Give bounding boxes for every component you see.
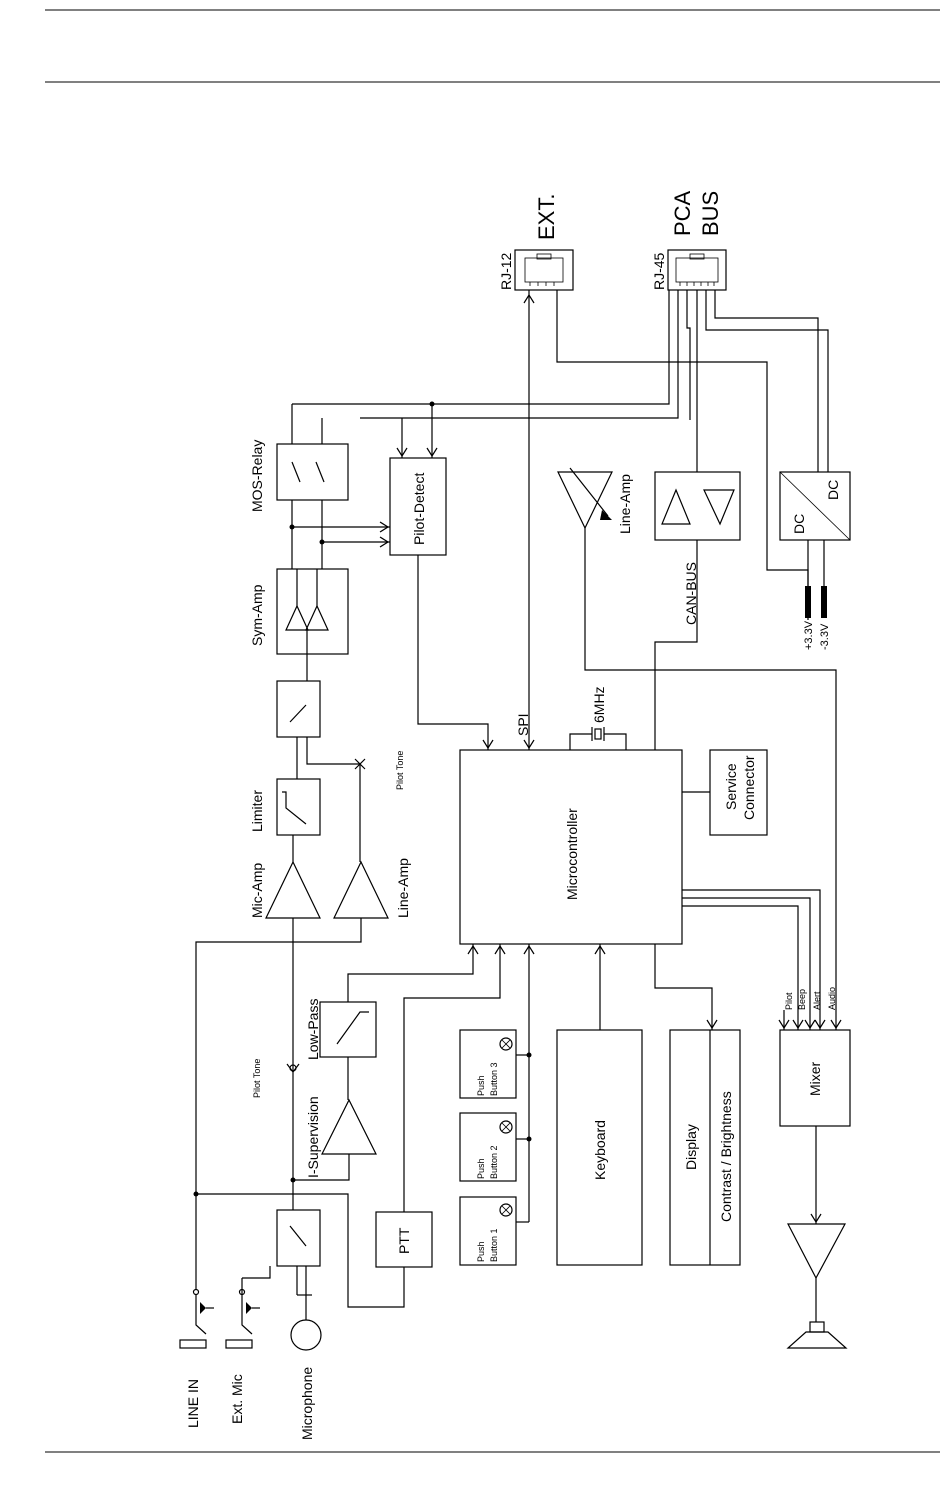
label-pilot-tone-bottom: Pilot Tone <box>252 1059 262 1098</box>
microcontroller-block <box>459 749 683 945</box>
line-amp-top-icon <box>557 471 613 530</box>
label-mic-amp: Mic-Amp <box>249 863 265 918</box>
mic-amp-icon <box>265 860 321 919</box>
label-alert: Alert <box>812 991 822 1010</box>
lamp-icon-2 <box>499 1120 513 1134</box>
label-line-amp-mid: Line-Amp <box>395 858 411 918</box>
sym-amp-triangle-icon-1 <box>285 604 309 631</box>
label-push-3: Push <box>476 1075 486 1096</box>
label-pilot-detect: Pilot-Detect <box>411 473 427 545</box>
label-rj45: RJ-45 <box>651 252 667 290</box>
i-supervision-amp-icon <box>321 1098 377 1155</box>
label-display: Display <box>683 1124 699 1170</box>
label-mixer: Mixer <box>807 1061 823 1096</box>
label-ptt: PTT <box>396 1227 412 1254</box>
label-line-in: LINE IN <box>185 1379 201 1428</box>
label-button-1: Button 1 <box>489 1228 499 1262</box>
label-ext-mic: Ext. Mic <box>229 1374 245 1424</box>
output-amp-icon <box>787 1223 847 1280</box>
relay-switch-block <box>276 680 321 738</box>
label-low-pass: Low-Pass <box>305 999 321 1060</box>
label-pca: PCA <box>670 190 695 236</box>
label-ext: EXT. <box>534 194 559 240</box>
can-bus-down-triangle-icon <box>703 489 735 526</box>
label-audio: Audio <box>827 987 837 1010</box>
push-button-1-block <box>459 1196 517 1266</box>
label-push-2: Push <box>476 1158 486 1179</box>
mixer-block <box>779 1029 851 1127</box>
label-pilot-tone-top: Pilot Tone <box>395 751 405 790</box>
lamp-icon-1 <box>499 1203 513 1217</box>
label-sym-amp: Sym-Amp <box>249 584 265 646</box>
label-push-1: Push <box>476 1241 486 1262</box>
label-plus-3v3: +3.3V <box>803 620 815 650</box>
label-spi: SPI <box>515 713 531 736</box>
push-button-2-block <box>459 1112 517 1182</box>
label-mos-relay: MOS-Relay <box>249 440 265 512</box>
ext-mic-jack-icon <box>225 1339 253 1349</box>
speaker-icon <box>786 1321 848 1349</box>
push-button-3-block <box>459 1029 517 1099</box>
sym-amp-block <box>276 568 349 655</box>
label-keyboard: Keyboard <box>592 1120 608 1180</box>
label-microphone: Microphone <box>299 1367 315 1440</box>
label-connector: Connector <box>741 755 757 820</box>
label-beep: Beep <box>797 989 807 1010</box>
label-contrast: Contrast / Brightness <box>718 1091 734 1222</box>
sym-amp-triangle-icon-2 <box>305 604 329 631</box>
label-rj12: RJ-12 <box>498 252 514 290</box>
label-dc-left: DC <box>791 514 807 534</box>
label-button-2: Button 2 <box>489 1145 499 1179</box>
mic-switch-block <box>276 1209 321 1267</box>
wires <box>192 290 842 1335</box>
line-in-jack-icon <box>179 1339 207 1349</box>
mos-relay-switch-2 <box>315 461 325 483</box>
label-6mhz: 6MHz <box>591 686 607 723</box>
line-amp-mid-icon <box>333 860 389 919</box>
label-pilot: Pilot <box>784 992 794 1010</box>
display-block <box>669 1029 741 1266</box>
mos-relay-switch-1 <box>291 461 301 483</box>
label-i-supervision: I-Supervision <box>305 1096 321 1178</box>
service-connector-block <box>709 749 768 836</box>
label-minus-3v3: -3.3V <box>819 623 831 650</box>
lamp-icon-3 <box>499 1037 513 1051</box>
can-bus-up-triangle-icon <box>661 488 691 525</box>
label-limiter: Limiter <box>249 790 265 832</box>
limiter-block <box>276 778 321 836</box>
microphone-icon <box>290 1319 322 1351</box>
label-service: Service <box>723 763 739 810</box>
ptt-block <box>375 1211 433 1268</box>
label-dc-right: DC <box>825 480 841 500</box>
rj12-connector <box>514 249 574 291</box>
label-microcontroller: Microcontroller <box>564 808 580 900</box>
label-bus: BUS <box>698 191 723 236</box>
label-can-bus: CAN-BUS <box>683 562 699 625</box>
rj45-connector <box>667 249 727 291</box>
label-line-amp-top: Line-Amp <box>617 474 633 534</box>
label-button-3: Button 3 <box>489 1062 499 1096</box>
mos-relay-block <box>276 443 349 501</box>
